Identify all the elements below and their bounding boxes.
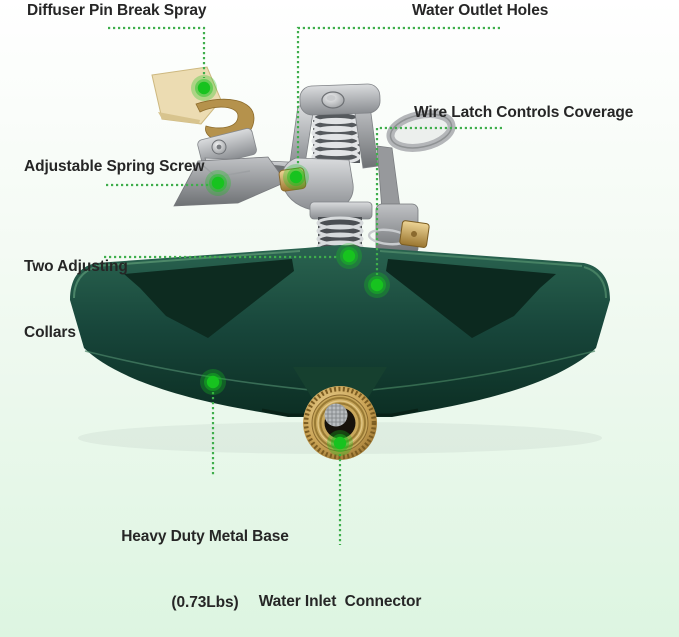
dot-diffuser (191, 75, 217, 101)
dot-spring-screw (205, 170, 231, 196)
base-cutout-right (386, 259, 556, 338)
connector-bracket (293, 367, 387, 398)
leader-lines (104, 26, 502, 545)
leader-outlet (296, 26, 500, 166)
label-metal-base-line2: (0.73Lbs) (171, 594, 239, 611)
leader-diffuser (108, 26, 206, 78)
yoke-frame (289, 83, 381, 169)
label-wire-latch: Wire Latch Controls Coverage (414, 104, 634, 121)
dot-base (200, 369, 226, 395)
wire-latch-loop (386, 110, 456, 152)
label-water-outlet: Water Outlet Holes (412, 2, 549, 19)
label-adjusting-collars: Two Adjusting Collars (24, 212, 128, 388)
label-metal-base: Heavy Duty Metal Base (0.73Lbs) (105, 482, 305, 637)
metal-base (70, 245, 610, 417)
label-metal-base-line1: Heavy Duty Metal Base (121, 528, 289, 545)
label-water-inlet-line1: Water Inlet Connector (258, 593, 422, 610)
latch-support-arm (376, 145, 401, 211)
label-diffuser-pin: Diffuser Pin Break Spray (27, 2, 207, 19)
trip-wire (367, 220, 430, 248)
label-adjusting-collars-line2: Collars (24, 324, 76, 341)
dot-wire-latch (364, 272, 390, 298)
label-spring-screw: Adjustable Spring Screw (24, 158, 205, 175)
leader-wire-latch (375, 126, 502, 275)
dot-outlet (283, 164, 309, 190)
filter-mesh (324, 403, 348, 427)
sprinkler-head (151, 66, 456, 212)
label-adjusting-collars-line1: Two Adjusting (24, 258, 128, 275)
knurled-ring (303, 386, 377, 460)
label-water-inlet: Water Inlet Connector (US Standard Garde… (180, 547, 500, 637)
inlet-connector (293, 367, 387, 460)
upper-collar (309, 201, 373, 220)
dot-inlet (327, 430, 353, 456)
spray-wedge (173, 156, 287, 207)
callout-dots (191, 75, 390, 456)
dot-collars (336, 243, 362, 269)
base-cutout-left (124, 259, 294, 338)
